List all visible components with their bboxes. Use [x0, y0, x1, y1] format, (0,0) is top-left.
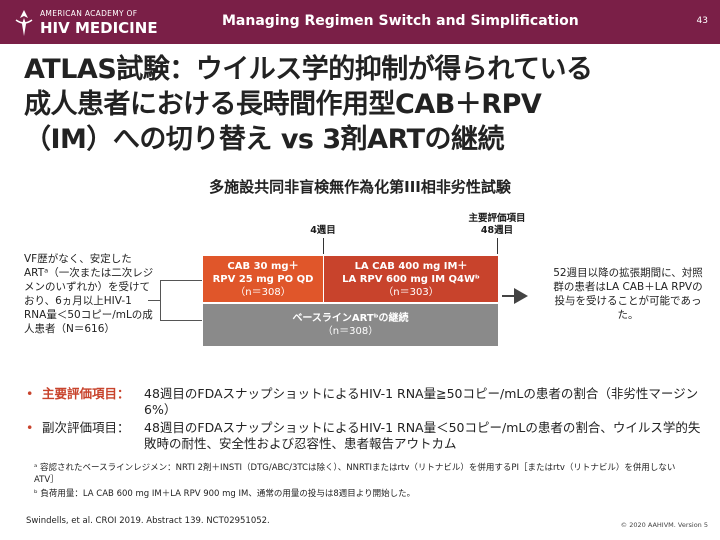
long-acting-line2: LA RPV 600 mg IM Q4Wᵇ: [342, 273, 480, 285]
aahivm-logo: AMERICAN ACADEMY OF HIV MEDICINE: [12, 6, 162, 40]
slide-title-line1: ATLAS試験：ウイルス学的抑制が得られている: [24, 54, 593, 85]
bullet-secondary-head: 副次評価項目：: [42, 420, 130, 435]
extension-description: 52週目以降の拡張期間に、対照群の患者はLA CAB＋LA RPVの投与を受ける…: [553, 267, 703, 321]
randomization-bracket-vertical: [160, 280, 161, 320]
week4-label: 4週目: [310, 225, 336, 236]
header-title: Managing Regimen Switch and Simplificati…: [222, 13, 579, 29]
long-acting-n: （n＝303）: [383, 286, 439, 298]
week4-tick: [323, 238, 324, 254]
page-number: 43: [696, 16, 708, 26]
randomization-bracket-bottom: [160, 320, 202, 321]
population-description: VF歴がなく、安定したARTᵃ（一次または二次レジメンのいずれか）を受けており、…: [24, 253, 154, 335]
torch-logo-icon: [15, 10, 33, 36]
bullet-secondary-endpoint: • 副次評価項目： 48週目のFDAスナップショットによるHIV-1 RNA量＜…: [26, 420, 706, 454]
oral-leadin-line1: CAB 30 mg＋: [227, 260, 299, 272]
arrow-shaft: [502, 295, 516, 297]
baseline-art-n: （n＝308）: [322, 326, 379, 337]
baseline-art-box: ベースラインARTᵇの継続 （n＝308）: [203, 304, 498, 346]
primary-endpoint-label-line2: 48週目: [480, 225, 514, 236]
citation: Swindells, et al. CROI 2019. Abstract 13…: [26, 516, 270, 526]
bullet-primary-head: 主要評価項目：: [42, 386, 130, 401]
week48-tick: [497, 238, 498, 254]
logo-org-line2: HIV MEDICINE: [40, 19, 158, 37]
primary-endpoint-label-line1: 主要評価項目: [468, 213, 526, 224]
header-bar: AMERICAN ACADEMY OF HIV MEDICINE Managin…: [0, 0, 720, 44]
bullet-dot-icon: •: [26, 420, 34, 435]
oral-leadin-line2: RPV 25 mg PO QD: [212, 273, 314, 285]
primary-endpoint-label: 主要評価項目 48週目: [455, 213, 539, 237]
slide-title: ATLAS試験：ウイルス学的抑制が得られている 成人患者における長時間作用型CA…: [24, 52, 704, 157]
bullet-secondary-text: 48週目のFDAスナップショットによるHIV-1 RNA量＜50コピー/mLの患…: [144, 420, 701, 451]
footnote-a: ᵃ 容認されたベースラインレジメン：NRTI 2剤＋INSTI（DTG/ABC/…: [34, 463, 676, 485]
copyright: © 2020 AAHIVM. Version 5: [620, 521, 708, 529]
footnote-b: ᵇ 負荷用量：LA CAB 600 mg IM＋LA RPV 900 mg IM…: [34, 489, 416, 499]
randomization-bracket-stem: [148, 300, 160, 301]
bullet-primary-endpoint: • 主要評価項目： 48週目のFDAスナップショットによるHIV-1 RNA量≧…: [26, 386, 706, 418]
slide-title-line2: 成人患者における長時間作用型CAB＋RPV: [24, 89, 542, 120]
oral-leadin-box: CAB 30 mg＋ RPV 25 mg PO QD （n＝308）: [203, 256, 323, 302]
right-arrow-icon: [514, 288, 528, 304]
bullet-primary-text: 48週目のFDAスナップショットによるHIV-1 RNA量≧50コピー/mLの患…: [144, 386, 699, 417]
bullet-dot-icon: •: [26, 386, 34, 401]
randomization-bracket-top: [160, 280, 202, 281]
logo-org-line1: AMERICAN ACADEMY OF: [40, 9, 138, 18]
baseline-art-line1: ベースラインARTᵇの継続: [292, 313, 409, 324]
oral-leadin-n: （n＝308）: [235, 286, 291, 298]
long-acting-line1: LA CAB 400 mg IM＋: [354, 260, 468, 272]
slide-subtitle: 多施設共同非盲検無作為化第III相非劣性試験: [209, 178, 511, 196]
slide-title-line3: （IM）への切り替え vs 3剤ARTの継続: [24, 124, 505, 155]
long-acting-box: LA CAB 400 mg IM＋ LA RPV 600 mg IM Q4Wᵇ …: [324, 256, 498, 302]
